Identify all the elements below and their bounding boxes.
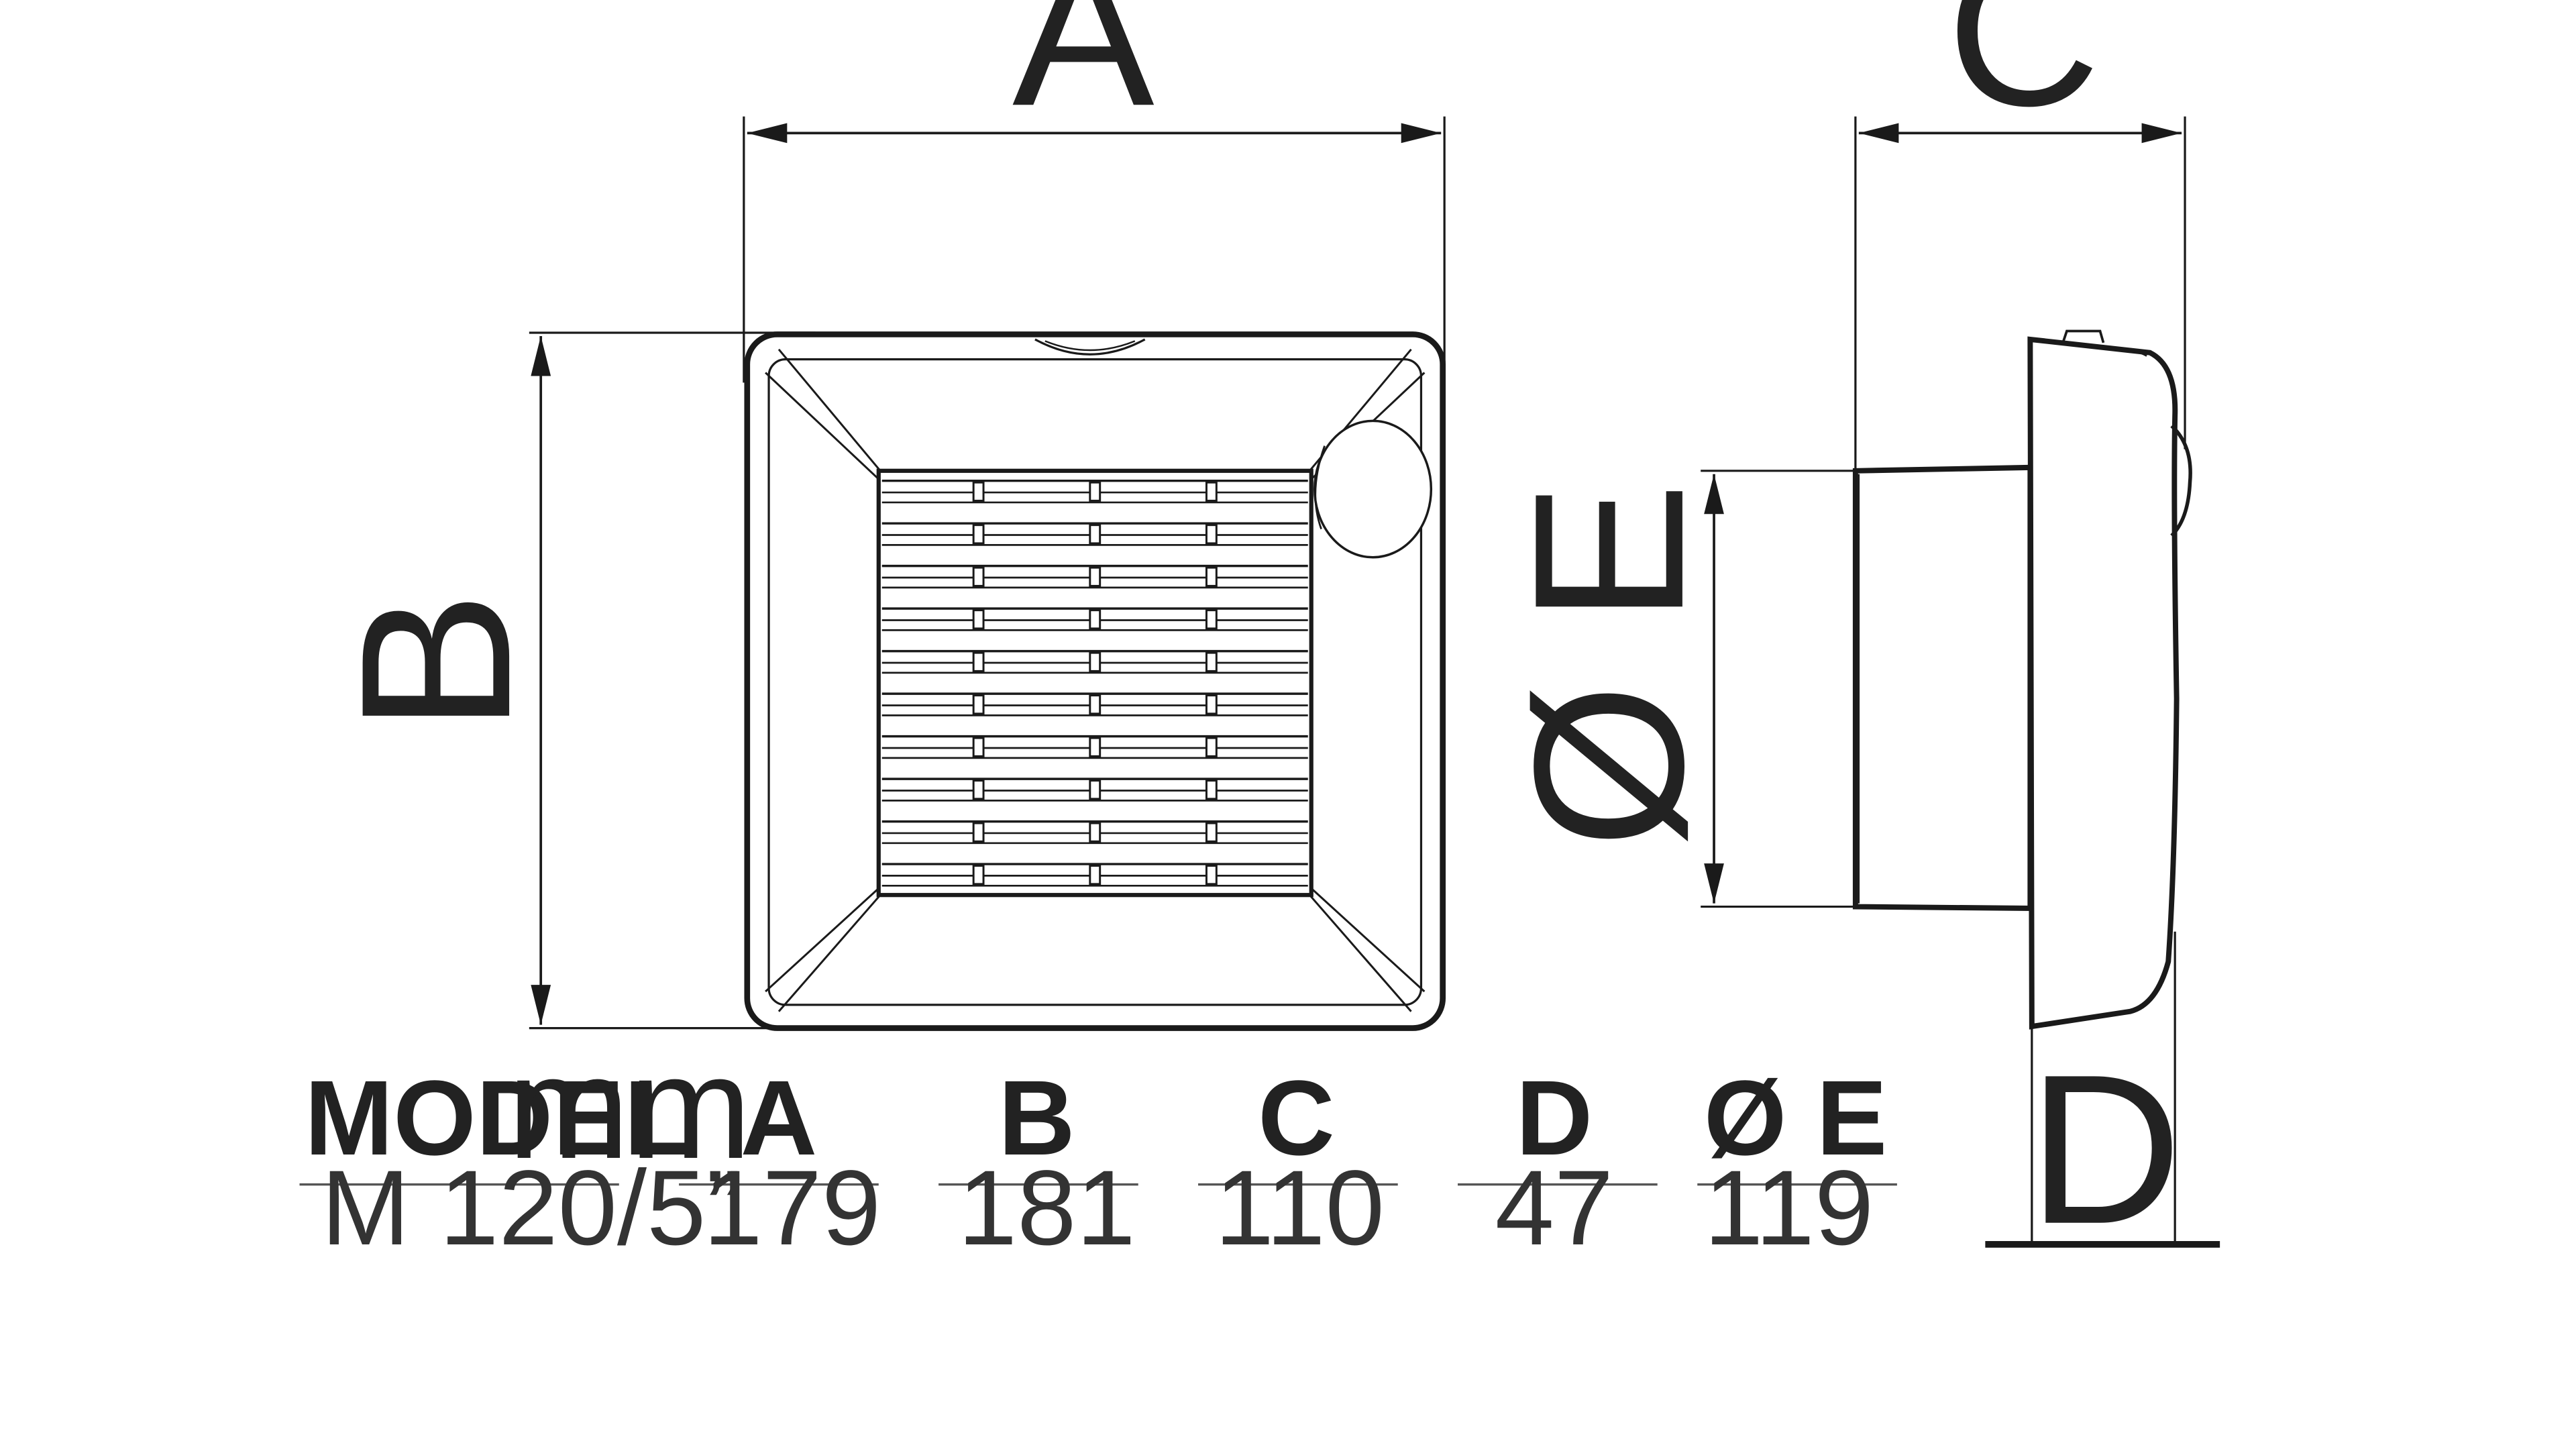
cell-model: M 120/5” — [321, 1148, 741, 1267]
cell-d: 47 — [1495, 1148, 1614, 1267]
cell-b: 181 — [958, 1148, 1136, 1267]
fan-grille-inner-bezel — [767, 358, 1423, 1006]
cell-c: 110 — [1215, 1148, 1385, 1267]
pull-cord-knob — [1313, 419, 1433, 559]
dimension-label-a: A — [1012, 0, 1155, 150]
housing-side-knob — [2170, 424, 2192, 537]
table-header: MODEL mm A B C D Ø E — [305, 1026, 1887, 1189]
dimension-label-b: B — [317, 591, 555, 733]
louvre-slat — [881, 564, 1308, 589]
front-view — [529, 116, 1446, 1031]
louvre-slat — [881, 735, 1308, 759]
louvre-slats — [881, 479, 1308, 887]
duct-spigot — [1852, 464, 2033, 912]
dimension-label-d: D — [2028, 1031, 2182, 1269]
header-e: Ø E — [1704, 1058, 1887, 1177]
side-view — [1701, 116, 2220, 1248]
louvre-slat — [881, 607, 1308, 631]
dimension-d: D — [2028, 1031, 2182, 1269]
dimension-a: A — [747, 0, 1442, 150]
pull-cord-knob-edge — [1314, 445, 1326, 530]
dimension-label-e: Ø E — [1491, 482, 1728, 849]
cell-e: 119 — [1704, 1148, 1874, 1267]
louvre-panel — [876, 468, 1313, 898]
table-row: M 120/5” 179 181 110 47 119 — [321, 1148, 1874, 1267]
header-d: D — [1516, 1058, 1593, 1177]
louvre-slat — [881, 777, 1308, 802]
louvre-slat — [881, 649, 1308, 674]
louvre-slat — [881, 820, 1308, 845]
housing-top-ridge — [2073, 343, 2147, 357]
dimension-e: Ø E — [1491, 474, 1728, 904]
housing-top-clip — [2062, 329, 2105, 343]
louvre-slat — [881, 522, 1308, 546]
dimensions-table: MODEL mm A B C D Ø E M 120/5” 179 181 11… — [299, 1026, 1897, 1267]
header-c: C — [1258, 1058, 1335, 1177]
header-b: B — [998, 1058, 1075, 1177]
dimension-label-c: C — [1947, 0, 2100, 150]
fan-housing-body — [2027, 336, 2180, 1030]
top-notch-inner — [1044, 340, 1136, 352]
louvre-slat — [881, 692, 1308, 716]
dimension-c: C — [1858, 0, 2182, 150]
dimension-b: B — [317, 335, 555, 1025]
header-a: A — [741, 1058, 818, 1177]
fan-grille-outer-frame — [744, 331, 1446, 1031]
louvre-slat — [881, 863, 1308, 887]
louvre-slat — [881, 479, 1308, 504]
header-model: MODEL — [305, 1058, 689, 1177]
top-notch — [1034, 338, 1146, 356]
cell-a: 179 — [703, 1148, 881, 1267]
header-unit: mm — [508, 1026, 752, 1189]
